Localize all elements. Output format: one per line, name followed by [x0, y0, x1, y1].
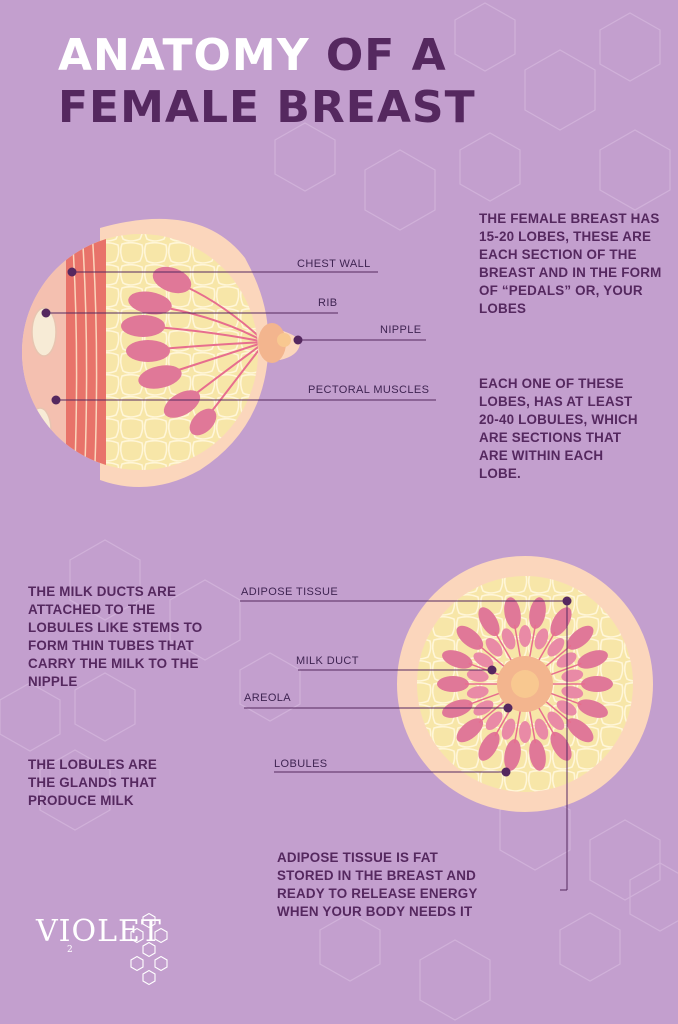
lobule: [442, 699, 473, 718]
label-lobules: LOBULES: [274, 758, 328, 770]
lobule: [501, 718, 516, 740]
lobule: [473, 652, 494, 668]
lobule: [501, 628, 516, 650]
label-chest-wall: CHEST WALL: [297, 258, 371, 270]
rib: [31, 307, 57, 357]
lobule: [529, 739, 546, 771]
milk-duct: [468, 691, 503, 706]
label-rib: RIB: [318, 297, 338, 309]
label-areola: AREOLA: [244, 692, 292, 704]
lobule: [566, 625, 594, 650]
milk-duct: [528, 707, 537, 744]
milk-duct: [478, 698, 508, 724]
milk-duct: [536, 631, 556, 664]
title-line-female-breast: FEMALE BREAST: [58, 82, 476, 133]
milk-duct: [542, 698, 572, 724]
lobule: [485, 711, 503, 731]
lobule: [550, 607, 572, 637]
milk-duct: [528, 624, 537, 661]
lobule: [478, 731, 500, 761]
milk-duct: [547, 691, 582, 706]
lobule: [519, 721, 531, 743]
lobule: [550, 731, 572, 761]
lobule: [456, 625, 484, 650]
lobule: [529, 597, 546, 629]
front-nipple: [511, 670, 539, 698]
fat-tissue: [95, 234, 258, 470]
lobule: [577, 650, 608, 669]
lobule: [534, 628, 549, 650]
label-milk-duct: MILK DUCT: [296, 655, 359, 667]
lobule: [566, 718, 594, 743]
lobule: [466, 669, 489, 682]
label-adipose-tissue: ADIPOSE TISSUE: [241, 586, 339, 598]
text-milk-ducts: THE MILK DUCTS ARE ATTACHED TO THE LOBUL…: [28, 584, 203, 689]
side-lobules: [121, 266, 217, 436]
lobule: [478, 607, 500, 637]
lobule: [442, 650, 473, 669]
lobule: [504, 597, 521, 629]
logo-subscript: 2: [67, 945, 73, 955]
front-leader-lines: [240, 600, 568, 891]
lobule: [504, 739, 521, 771]
label-pectoral-muscles: PECTORAL MUSCLES: [308, 384, 430, 396]
page-title: ANATOMY OF A FEMALE BREAST: [58, 30, 476, 134]
lobule: [485, 637, 503, 657]
text-lobes: THE FEMALE BREAST HAS 15-20 LOBES, THESE…: [479, 211, 662, 316]
milk-duct: [513, 707, 522, 744]
text-lobules-count: EACH ONE OF THESE LOBES, HAS AT LEAST 20…: [479, 376, 638, 481]
logo-text: VIOLET: [36, 914, 162, 949]
lobule: [456, 718, 484, 743]
lobule: [577, 699, 608, 718]
title-word-of-a: OF A: [325, 30, 447, 81]
lobule: [547, 637, 565, 657]
milk-duct: [547, 662, 582, 677]
label-nipple: NIPPLE: [380, 324, 422, 336]
text-lobules-glands: THE LOBULES ARE THE GLANDS THAT PRODUCE …: [28, 757, 157, 808]
milk-duct: [494, 631, 514, 664]
lobule: [534, 718, 549, 740]
milk-duct: [542, 644, 572, 670]
side-leader-lines: [46, 271, 436, 401]
front-ducts: [465, 624, 585, 744]
lobule: [437, 676, 469, 692]
lobule: [519, 625, 531, 647]
lobule: [581, 676, 613, 692]
lobule: [466, 686, 489, 699]
lobule: [547, 711, 565, 731]
title-word-anatomy: ANATOMY: [58, 30, 310, 81]
milk-duct: [536, 704, 556, 737]
milk-duct: [513, 624, 522, 661]
text-adipose: ADIPOSE TISSUE IS FAT STORED IN THE BREA…: [277, 850, 478, 919]
milk-duct: [478, 644, 508, 670]
